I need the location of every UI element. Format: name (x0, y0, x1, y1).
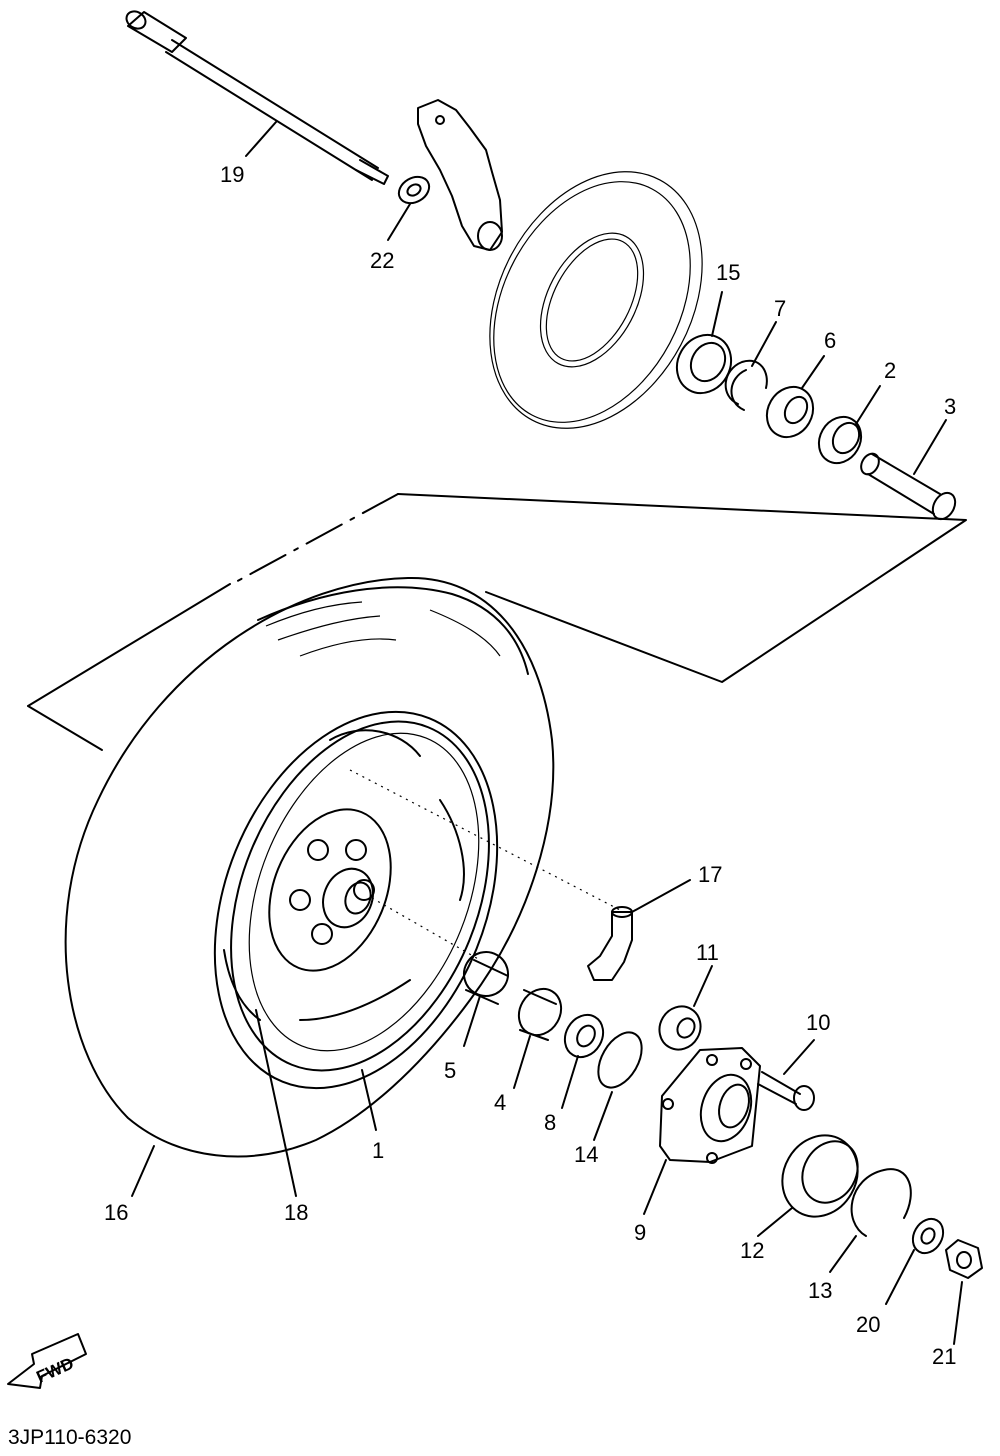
callout-4: 4 (494, 1090, 506, 1115)
callout-15: 15 (716, 260, 740, 285)
callout-5: 5 (444, 1058, 456, 1083)
callout-14: 14 (574, 1142, 598, 1167)
callout-13: 13 (808, 1278, 832, 1303)
fwd-label: FWD (34, 1354, 77, 1387)
circlip-part-13 (850, 1168, 912, 1237)
callout-21: 21 (932, 1344, 956, 1369)
spacer-part-4 (517, 987, 563, 1041)
callout-18: 18 (284, 1200, 308, 1225)
tire-part (64, 576, 555, 1158)
callout-labels: 19 22 15 7 6 2 3 17 11 10 5 4 8 14 9 12 … (104, 162, 956, 1369)
callout-6: 6 (824, 328, 836, 353)
forward-arrow-icon: FWD (7, 1333, 87, 1389)
callout-11: 11 (696, 940, 719, 965)
bearing-part-6 (765, 385, 815, 439)
axle-part (125, 10, 389, 185)
oil-seal-part (675, 333, 733, 395)
wheel-rim-part (213, 710, 499, 1090)
spacer-part-2 (817, 415, 863, 465)
washer-part (911, 1217, 945, 1255)
axis-frame (27, 493, 967, 751)
callout-10: 10 (806, 1010, 830, 1035)
nut-part (945, 1239, 983, 1279)
bearing-part-8 (563, 1013, 605, 1059)
collar-part-11 (658, 1005, 702, 1051)
callout-7: 7 (774, 296, 786, 321)
diagram-code: 3JP110-6320 (8, 1426, 131, 1449)
callout-19: 19 (220, 162, 244, 187)
callout-20: 20 (856, 1312, 880, 1337)
callout-3: 3 (944, 394, 956, 419)
callout-2: 2 (884, 358, 896, 383)
bearing-part-5 (462, 951, 509, 1005)
callout-17: 17 (698, 862, 722, 887)
collar-part-3 (860, 452, 957, 521)
leader-lines (131, 121, 963, 1345)
bolt-part (757, 1071, 815, 1111)
brake-disc-part (489, 171, 703, 429)
callout-12: 12 (740, 1238, 764, 1263)
callout-22: 22 (370, 248, 394, 273)
clutch-hub-part (659, 1047, 761, 1164)
circlip-part (724, 359, 768, 411)
valve-part (587, 906, 633, 981)
callout-1: 1 (372, 1138, 384, 1163)
o-ring-part (597, 1031, 643, 1089)
callout-8: 8 (544, 1110, 556, 1135)
spacer-collar-part (397, 175, 431, 205)
callout-9: 9 (634, 1220, 646, 1245)
callout-16: 16 (104, 1200, 128, 1225)
gear-bracket-part (417, 99, 503, 251)
drum-part (781, 1134, 859, 1218)
